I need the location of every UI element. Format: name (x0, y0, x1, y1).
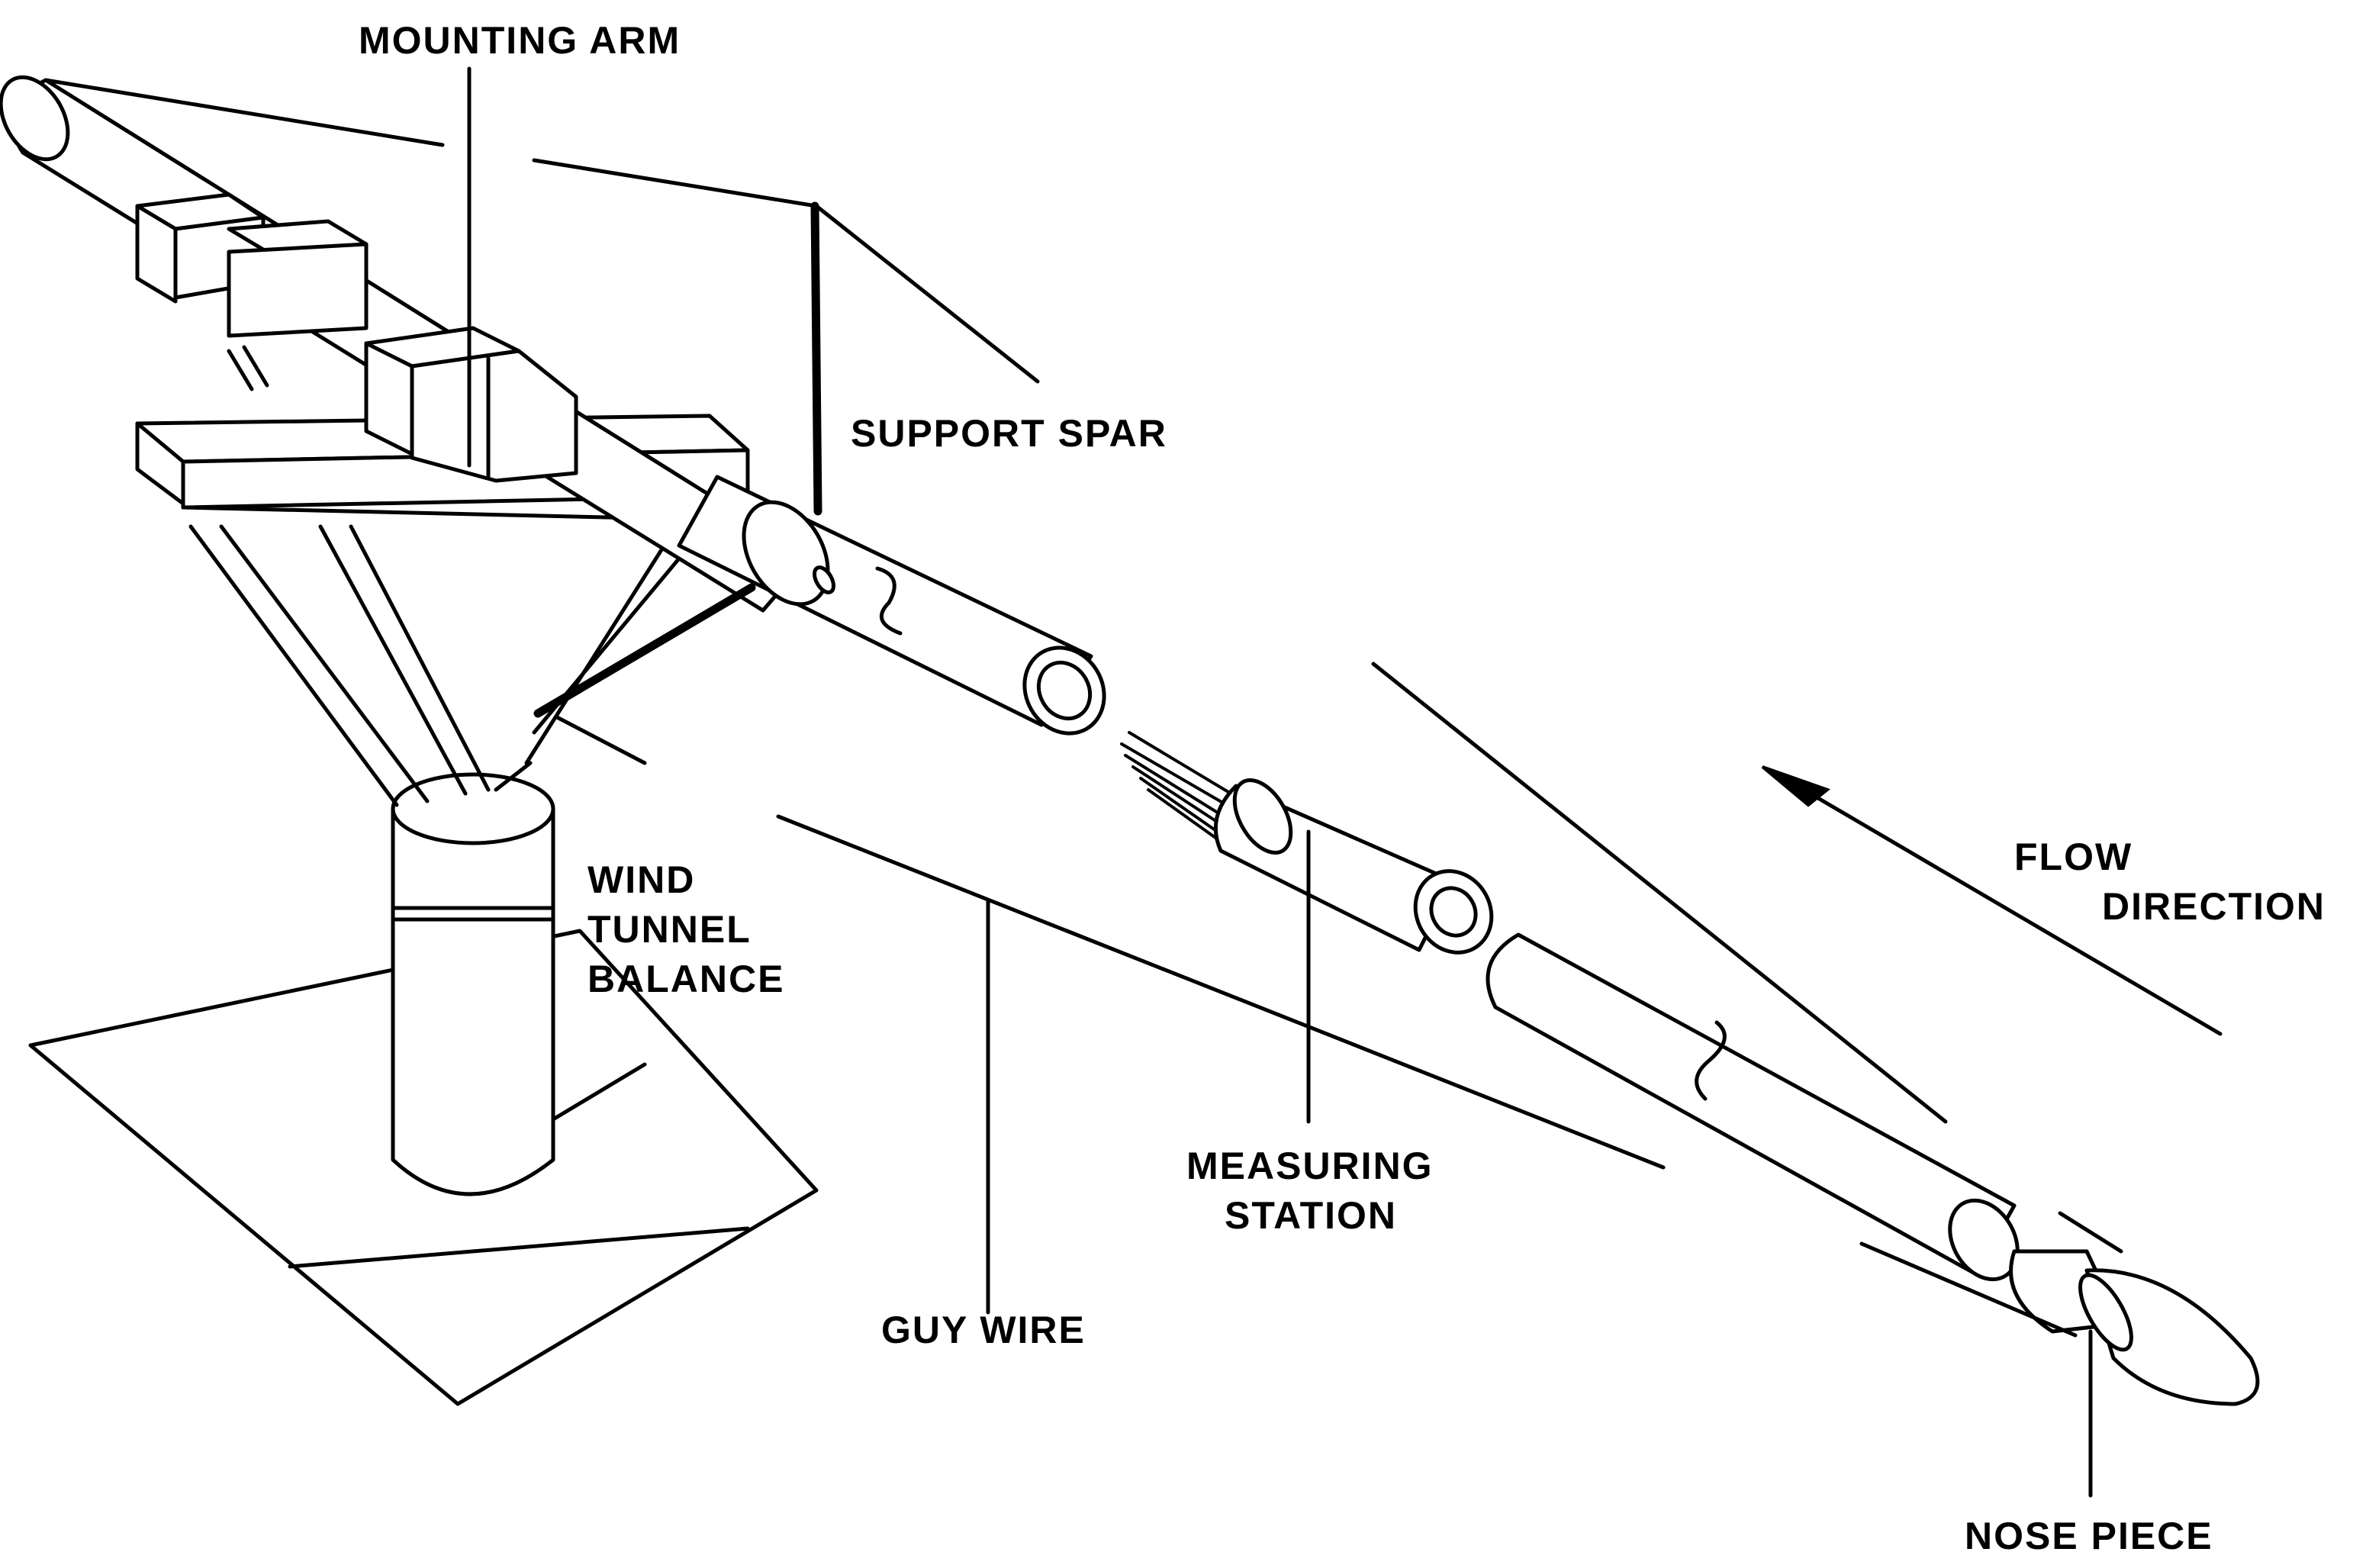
label-mounting-arm: MOUNTING ARM (359, 19, 681, 62)
label-wind-tunnel-balance-line2: TUNNEL (587, 908, 752, 951)
model-forward-body (1486, 932, 2020, 1282)
label-wind-tunnel-balance-line1: WIND (587, 858, 695, 901)
wind-tunnel-balance (391, 772, 555, 1196)
label-wind-tunnel-balance-line3: BALANCE (587, 958, 784, 1000)
label-guy-wire: GUY WIRE (881, 1309, 1086, 1351)
lower-guy-wire-thick (533, 583, 756, 718)
lower-guy-wire-tail (555, 715, 647, 765)
label-flow-direction-line1: FLOW (2014, 836, 2133, 878)
nose-piece (2009, 1249, 2260, 1406)
label-support-spar: SUPPORT SPAR (851, 412, 1167, 455)
base-plate-crease (288, 1226, 750, 1269)
label-measuring-station-line1: MEASURING (1186, 1145, 1434, 1187)
flow-direction-arrow (1761, 765, 2223, 1036)
label-flow-direction-line2: DIRECTION (2102, 885, 2326, 928)
sting-tube (677, 475, 1106, 736)
label-measuring-station-line2: STATION (1225, 1194, 1397, 1237)
arm-clamp-blocks (135, 192, 578, 483)
base-plate-edge (547, 1062, 647, 1124)
leader-lines (467, 66, 2093, 1498)
support-spar-rod (810, 201, 822, 516)
upper-guy-wires (43, 78, 1040, 384)
measuring-station (1120, 731, 1494, 955)
flow-guide-lines (776, 662, 2123, 1338)
label-nose-piece: NOSE PIECE (1965, 1515, 2213, 1557)
